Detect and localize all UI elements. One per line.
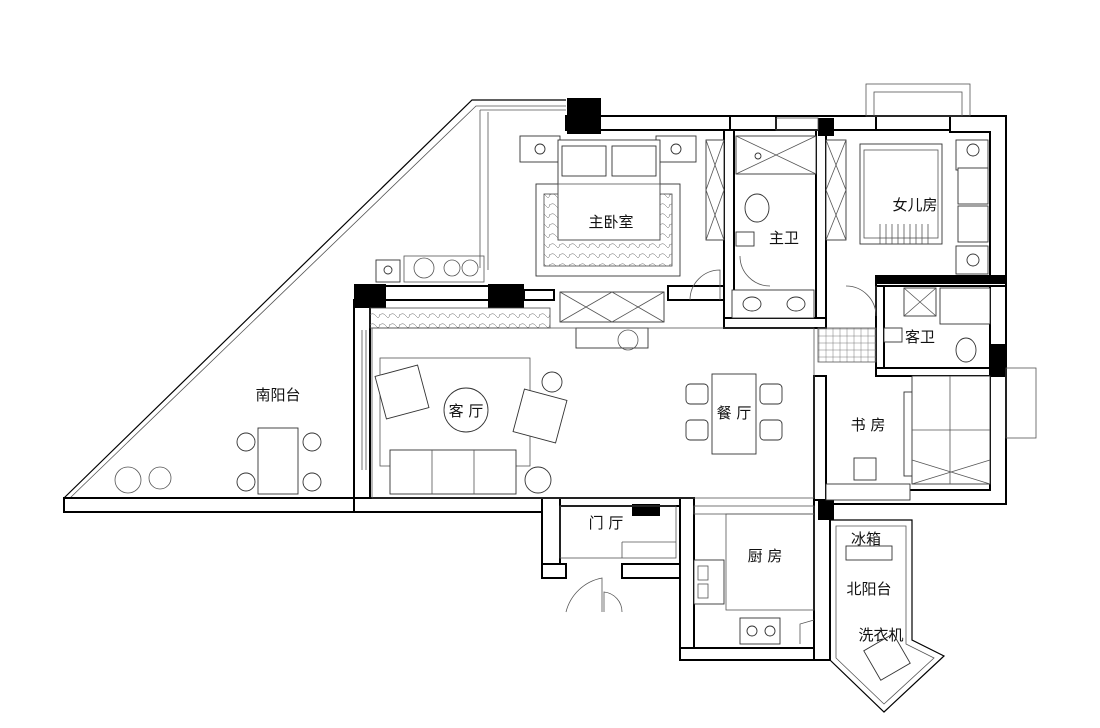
label-daughter-room: 女儿房 — [892, 196, 937, 214]
planter — [369, 307, 551, 329]
label-entrance: 门 厅 — [589, 514, 624, 532]
dining-table — [711, 373, 757, 455]
desk — [825, 483, 911, 501]
door-swing — [689, 269, 721, 301]
chair — [685, 419, 709, 441]
balcony-table — [257, 427, 299, 495]
sliding-door — [361, 330, 367, 470]
chair — [759, 383, 783, 405]
coffee-table — [443, 387, 489, 433]
label-kitchen: 厨 房 — [748, 547, 783, 565]
armchair — [374, 364, 430, 420]
drain-icon — [754, 152, 762, 160]
columns — [354, 98, 1006, 520]
plant-icon — [461, 259, 479, 277]
label-master-bath: 主卫 — [769, 229, 799, 247]
study: 书 房 — [825, 375, 991, 501]
north-balcony: 冰箱 北阳台 洗衣机 — [845, 530, 911, 681]
chair — [236, 472, 256, 492]
side-table — [524, 466, 552, 494]
label-master-bedroom: 主卧室 — [588, 213, 633, 231]
side-table — [541, 371, 563, 393]
label-north-balcony: 北阳台 — [846, 580, 891, 598]
chair — [853, 457, 877, 481]
label-washer: 洗衣机 — [858, 626, 903, 644]
south-balcony: 南阳台 — [114, 255, 485, 495]
entry-door — [565, 577, 603, 613]
lamp-icon — [966, 253, 980, 267]
windows — [775, 83, 1037, 439]
plant-icon — [413, 257, 435, 279]
door-swing — [739, 255, 771, 287]
dining-room: 餐 厅 — [685, 327, 877, 455]
living-room: 客 厅 — [361, 307, 815, 499]
pillow-icon — [611, 145, 657, 177]
label-guest-bath: 客卫 — [905, 328, 935, 346]
kitchen: 厨 房 — [693, 505, 815, 645]
label-study: 书 房 — [851, 416, 886, 434]
guest-bath: 客卫 — [883, 287, 991, 363]
washing-machine — [863, 633, 911, 681]
plant-icon — [148, 466, 172, 490]
daughter-room: 女儿房 — [825, 139, 989, 317]
master-bath: 主卫 — [731, 135, 817, 319]
desk — [957, 167, 989, 205]
lamp-icon — [670, 143, 682, 155]
chair — [685, 383, 709, 405]
burner-icon — [746, 625, 758, 637]
single-bed — [859, 143, 943, 245]
toilet-icon — [955, 337, 977, 363]
plant-icon — [114, 466, 142, 494]
chair — [302, 432, 322, 452]
entrance: 门 厅 — [559, 505, 677, 613]
plant-icon — [617, 329, 639, 351]
tv-cabinet — [559, 291, 665, 323]
label-fridge: 冰箱 — [851, 530, 881, 548]
label-dining-room: 餐 厅 — [717, 404, 752, 422]
sink-icon — [742, 296, 762, 312]
planter — [403, 255, 485, 283]
armchair — [512, 388, 568, 444]
toilet-icon — [744, 193, 770, 223]
south-balcony-outline — [63, 99, 566, 513]
label-south-balcony: 南阳台 — [255, 386, 300, 404]
burner-icon — [764, 625, 776, 637]
wardrobe — [825, 139, 847, 241]
sink — [693, 559, 725, 605]
plant-icon — [443, 259, 461, 277]
master-bedroom: 主卧室 — [519, 135, 725, 323]
door-swing — [845, 285, 877, 317]
chair — [302, 472, 322, 492]
lamp-icon — [534, 143, 546, 155]
lamp-icon — [966, 143, 980, 157]
planter — [575, 327, 649, 349]
wardrobe — [705, 139, 725, 241]
sink-icon — [786, 296, 806, 312]
chair — [957, 205, 989, 243]
fridge — [845, 545, 893, 561]
sofa — [389, 449, 517, 495]
chair — [236, 432, 256, 452]
pillow-icon — [561, 145, 607, 177]
label-living-room: 客 厅 — [449, 402, 484, 420]
chair — [759, 419, 783, 441]
